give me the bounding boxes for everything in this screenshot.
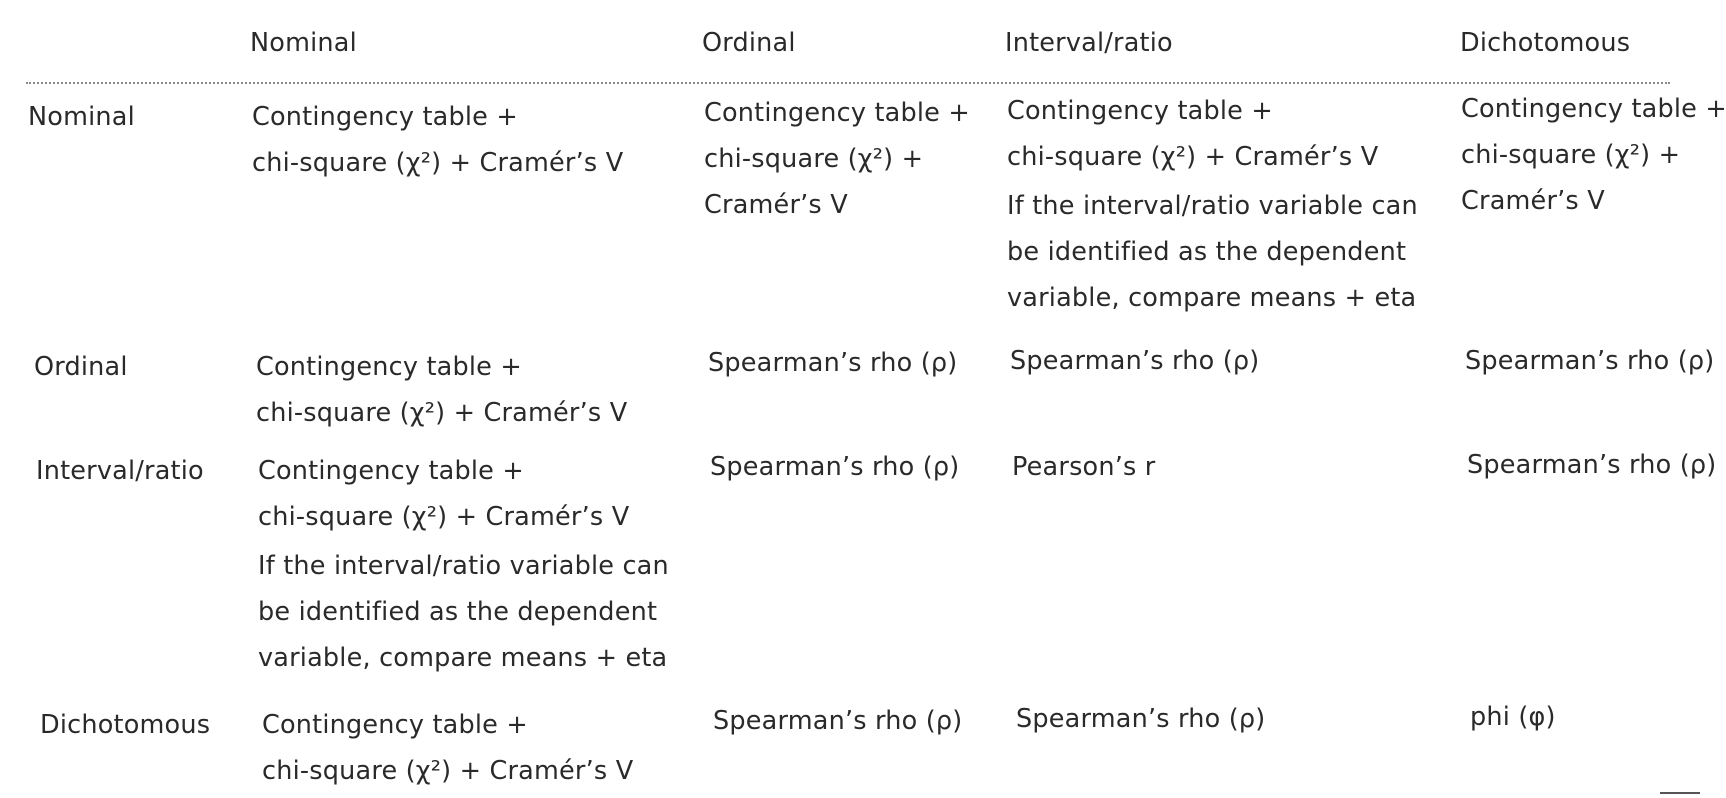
cell-line: Contingency table + [704, 98, 970, 128]
cell-paragraph: If the interval/ratio variable can be ide… [1007, 183, 1418, 321]
table-cell: Contingency table + chi-square (χ²) + Cra… [252, 94, 623, 186]
table-cell: Spearman’s rho (ρ) [710, 444, 959, 490]
cell-paragraph: Spearman’s rho (ρ) [713, 698, 962, 744]
table-cell: Spearman’s rho (ρ) [1010, 338, 1259, 384]
cell-paragraph: Contingency table + chi-square (χ²) + Cram… [704, 90, 970, 228]
cell-paragraph: Contingency table + chi-square (χ²) + Cra… [262, 702, 633, 794]
cell-paragraph: phi (φ) [1470, 694, 1556, 740]
cell-line: Spearman’s rho (ρ) [1467, 450, 1717, 480]
cell-line: Contingency table + [1007, 96, 1273, 126]
cell-paragraph: Spearman’s rho (ρ) [1016, 696, 1265, 742]
cell-line: Spearman’s rho (ρ) [708, 348, 958, 378]
cell-line: If the interval/ratio variable can [1007, 191, 1418, 221]
row-header-dichotomous: Dichotomous [40, 710, 211, 740]
cell-paragraph: Spearman’s rho (ρ) [1010, 338, 1259, 384]
cell-paragraph: Contingency table + chi-square (χ²) + Cra… [252, 94, 623, 186]
cell-line: variable, compare means + eta [258, 643, 668, 673]
cell-paragraph: Spearman’s rho (ρ) [708, 340, 957, 386]
cell-line: chi-square (χ²) + Cramér’s V [262, 756, 634, 786]
cell-line: chi-square (χ²) + Cramér’s V [258, 502, 630, 532]
table-cell: phi (φ) [1470, 694, 1556, 740]
cell-line: Pearson’s r [1012, 452, 1156, 482]
table-cell: Contingency table + chi-square (χ²) + Cra… [258, 448, 669, 681]
table-cell: Contingency table + chi-square (χ²) + Cra… [262, 702, 633, 794]
table-cell: Contingency table + chi-square (χ²) + Cra… [256, 344, 627, 436]
table-cell: Spearman’s rho (ρ) [713, 698, 962, 744]
cell-line: Cramér’s V [1461, 186, 1605, 216]
cell-line: variable, compare means + eta [1007, 283, 1417, 313]
cell-line: Contingency table + [256, 352, 522, 382]
cell-line: phi (φ) [1470, 702, 1556, 732]
cell-line: Contingency table + [258, 456, 524, 486]
end-rule [1660, 792, 1700, 794]
cell-line: Spearman’s rho (ρ) [1016, 704, 1266, 734]
cell-paragraph: Pearson’s r [1012, 444, 1156, 490]
cell-paragraph: Contingency table + chi-square (χ²) + Cra… [1007, 88, 1418, 180]
cell-line: Cramér’s V [704, 190, 848, 220]
cell-paragraph: Spearman’s rho (ρ) [710, 444, 959, 490]
table-cell: Pearson’s r [1012, 444, 1156, 490]
cell-line: be identified as the dependent [1007, 237, 1407, 267]
cell-paragraph: If the interval/ratio variable can be ide… [258, 543, 669, 681]
table-cell: Spearman’s rho (ρ) [1467, 442, 1716, 488]
cell-paragraph: Spearman’s rho (ρ) [1465, 338, 1714, 384]
table-cell: Contingency table + chi-square (χ²) + Cram… [704, 90, 970, 228]
cell-line: Contingency table + [252, 102, 518, 132]
row-header-interval-ratio: Interval/ratio [36, 456, 204, 486]
table-cell: Spearman’s rho (ρ) [1016, 696, 1265, 742]
cell-line: chi-square (χ²) + [1461, 140, 1681, 170]
cell-line: Spearman’s rho (ρ) [710, 452, 960, 482]
cell-line: Contingency table + [262, 710, 528, 740]
cell-line: Spearman’s rho (ρ) [1010, 346, 1260, 376]
cell-line: chi-square (χ²) + Cramér’s V [252, 148, 624, 178]
column-header-nominal: Nominal [250, 28, 357, 58]
cell-line: Spearman’s rho (ρ) [713, 706, 963, 736]
cell-paragraph: Contingency table + chi-square (χ²) + Cram… [1461, 86, 1726, 224]
header-divider [26, 82, 1670, 84]
cell-line: Spearman’s rho (ρ) [1465, 346, 1715, 376]
column-header-interval-ratio: Interval/ratio [1005, 28, 1173, 58]
table-cell: Contingency table + chi-square (χ²) + Cra… [1007, 88, 1418, 321]
cell-paragraph: Contingency table + chi-square (χ²) + Cra… [256, 344, 627, 436]
cell-line: chi-square (χ²) + Cramér’s V [1007, 142, 1379, 172]
cell-line: be identified as the dependent [258, 597, 658, 627]
cell-paragraph: Contingency table + chi-square (χ²) + Cra… [258, 448, 669, 540]
column-header-ordinal: Ordinal [702, 28, 796, 58]
cell-line: chi-square (χ²) + [704, 144, 924, 174]
row-header-nominal: Nominal [28, 102, 135, 132]
table-cell: Spearman’s rho (ρ) [1465, 338, 1714, 384]
table-cell: Contingency table + chi-square (χ²) + Cram… [1461, 86, 1726, 224]
cell-line: If the interval/ratio variable can [258, 551, 669, 581]
table-cell: Spearman’s rho (ρ) [708, 340, 957, 386]
cell-line: chi-square (χ²) + Cramér’s V [256, 398, 628, 428]
cell-line: Contingency table + [1461, 94, 1726, 124]
row-header-ordinal: Ordinal [34, 352, 128, 382]
column-header-dichotomous: Dichotomous [1460, 28, 1631, 58]
cell-paragraph: Spearman’s rho (ρ) [1467, 442, 1716, 488]
